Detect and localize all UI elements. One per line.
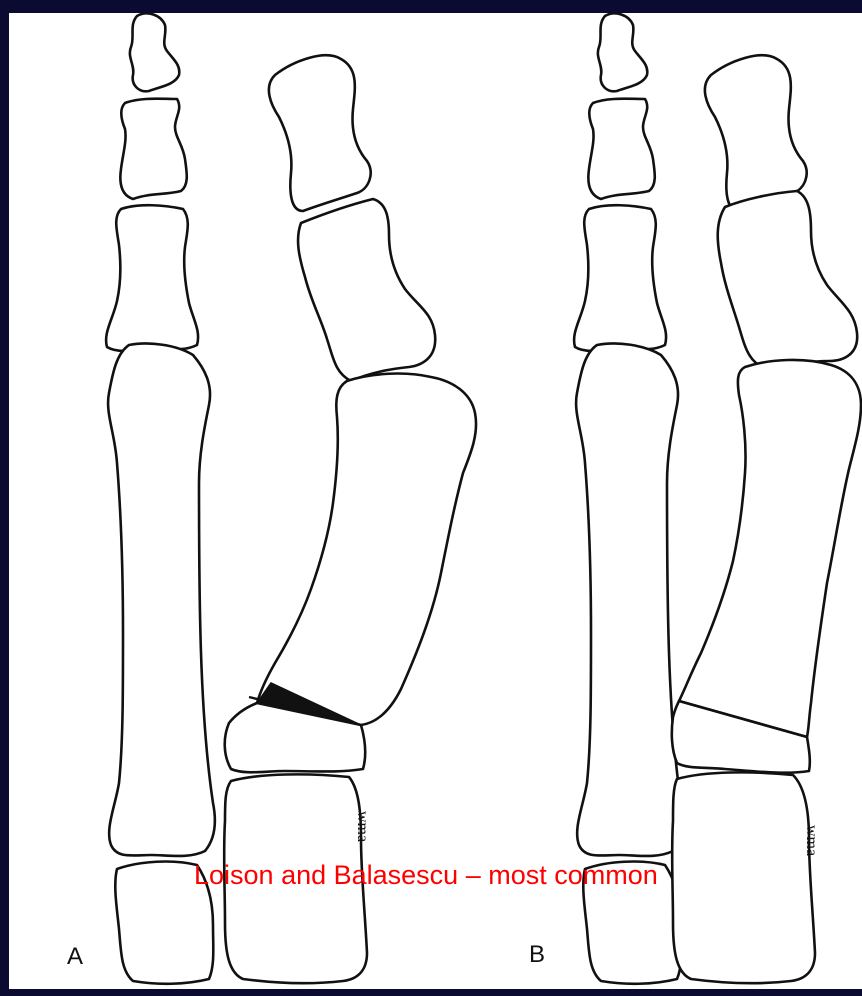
panel-b-hallux-distal-phalanx [705, 55, 807, 211]
foot-osteotomy-illustration: wma wma A B [9, 13, 862, 989]
panel-b-artist-signature: wma [802, 825, 820, 856]
panel-b-second-metatarsal [576, 343, 683, 856]
panel-b-toe2-middle-phalanx [588, 99, 654, 199]
panel-a-hallux-proximal-phalanx [298, 199, 435, 381]
panel-a-first-metatarsal-shaft [257, 374, 476, 725]
bone-drawing [9, 13, 862, 989]
panel-a-second-metatarsal [108, 343, 215, 856]
panel-a-artist-signature: wma [353, 811, 371, 842]
caption: Loison and Balasescu – most common [194, 860, 658, 891]
panel-a-toe2-proximal-phalanx [106, 205, 198, 351]
panel-a-toe2-middle-phalanx [120, 99, 186, 199]
panel-b-medial-cuneiform [672, 772, 815, 983]
panel-b-toe2-distal-phalanx [598, 13, 647, 91]
panel-a-bones [106, 13, 476, 983]
panel-a-hallux-distal-phalanx [269, 55, 371, 211]
panel-b-first-metatarsal-shaft [679, 360, 861, 737]
panel-a-toe2-distal-phalanx [130, 13, 179, 91]
panel-b-toe2-proximal-phalanx [574, 205, 666, 351]
panel-b-label: B [529, 941, 545, 969]
panel-b-hallux-proximal-phalanx [718, 191, 857, 369]
panel-a-label: A [67, 943, 83, 971]
